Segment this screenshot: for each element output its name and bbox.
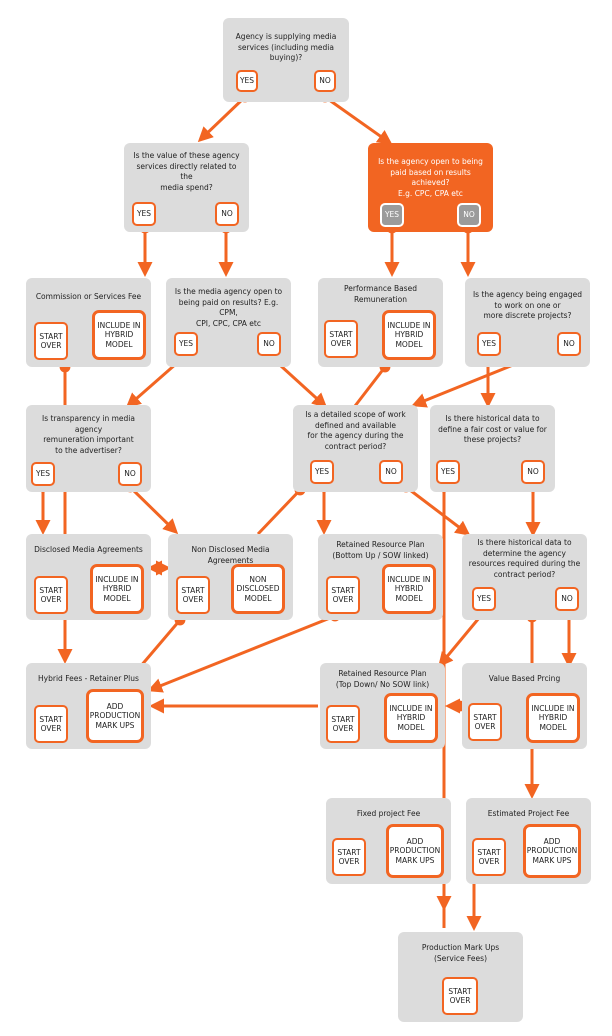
yes-button[interactable]: YES: [472, 587, 496, 611]
no-button[interactable]: NO: [555, 587, 579, 611]
include-hybrid-button[interactable]: INCLUDE IN HYBRID MODEL: [92, 310, 146, 360]
yes-button[interactable]: YES: [174, 332, 198, 356]
yes-button[interactable]: YES: [31, 462, 55, 486]
yes-button[interactable]: YES: [132, 202, 156, 226]
start-over-button[interactable]: START OVER: [326, 576, 360, 614]
outcome-title: Non Disclosed Media Agreements: [191, 545, 270, 565]
no-button[interactable]: NO: [257, 332, 281, 356]
start-over-button[interactable]: START OVER: [326, 705, 360, 743]
start-over-button[interactable]: START OVER: [34, 705, 68, 743]
include-hybrid-button[interactable]: INCLUDE IN HYBRID MODEL: [382, 310, 436, 360]
outcome-commission-fee: Commission or Services Fee START OVER IN…: [26, 278, 151, 367]
question-text: Is transparency in media agency remunera…: [42, 414, 135, 455]
outcome-title: Disclosed Media Agreements: [34, 545, 143, 554]
decision-media-results: Is the media agency open to being paid o…: [166, 278, 291, 367]
decision-historical-resources: Is there historical data to determine th…: [462, 534, 587, 620]
question-text: Agency is supplying media services (incl…: [235, 32, 337, 62]
outcome-title: Performance Based Remuneration: [344, 284, 417, 304]
decision-historical-cost: Is there historical data to define a fai…: [430, 405, 555, 492]
question-text: Is the agency open to being paid based o…: [378, 157, 483, 198]
question-text: Is the media agency open to being paid o…: [174, 287, 283, 328]
outcome-title: Hybrid Fees - Retainer Plus: [38, 674, 139, 683]
yes-button[interactable]: YES: [436, 460, 460, 484]
add-production-markups-button[interactable]: ADD PRODUCTION MARK UPS: [86, 689, 144, 743]
outcome-title: Value Based Prcing: [488, 674, 561, 683]
question-text: Is the value of these agency services di…: [133, 151, 240, 192]
add-production-markups-button[interactable]: ADD PRODUCTION MARK UPS: [386, 824, 444, 878]
no-button[interactable]: NO: [457, 203, 481, 227]
outcome-disclosed-media: Disclosed Media Agreements START OVER IN…: [26, 534, 151, 620]
outcome-performance-based: Performance Based Remuneration START OVE…: [318, 278, 443, 367]
no-button[interactable]: NO: [379, 460, 403, 484]
outcome-retained-bottom-up: Retained Resource Plan (Bottom Up / SOW …: [318, 534, 443, 620]
outcome-title: Retained Resource Plan (Bottom Up / SOW …: [332, 540, 429, 560]
outcome-title: Estimated Project Fee: [487, 809, 570, 818]
outcome-non-disclosed-media: Non Disclosed Media Agreements START OVE…: [168, 534, 293, 620]
question-text: Is there historical data to define a fai…: [438, 414, 547, 444]
start-over-button[interactable]: START OVER: [332, 838, 366, 876]
start-over-button[interactable]: START OVER: [472, 838, 506, 876]
yes-button[interactable]: YES: [477, 332, 501, 356]
start-over-button[interactable]: START OVER: [324, 320, 358, 358]
no-button[interactable]: NO: [215, 202, 239, 226]
decision-supplying-media: Agency is supplying media services (incl…: [223, 18, 349, 102]
outcome-fixed-project-fee: Fixed project Fee START OVER ADD PRODUCT…: [326, 798, 451, 884]
question-text: Is the agency being engaged to work on o…: [472, 290, 583, 320]
include-hybrid-button[interactable]: INCLUDE IN HYBRID MODEL: [382, 564, 436, 614]
outcome-estimated-project-fee: Estimated Project Fee START OVER ADD PRO…: [466, 798, 591, 884]
include-hybrid-button[interactable]: INCLUDE IN HYBRID MODEL: [90, 564, 144, 614]
decision-results-based-highlighted: Is the agency open to being paid based o…: [368, 143, 493, 232]
yes-button[interactable]: YES: [236, 70, 258, 92]
start-over-button[interactable]: START OVER: [468, 703, 502, 741]
outcome-retained-top-down: Retained Resource Plan (Top Down/ No SOW…: [320, 663, 445, 749]
no-button[interactable]: NO: [557, 332, 581, 356]
include-hybrid-button[interactable]: INCLUDE IN HYBRID MODEL: [526, 693, 580, 743]
outcome-title: Fixed project Fee: [356, 809, 421, 818]
no-button[interactable]: NO: [314, 70, 336, 92]
yes-button[interactable]: YES: [380, 203, 404, 227]
no-button[interactable]: NO: [521, 460, 545, 484]
decision-scope-of-work: Is a detailed scope of work defined and …: [293, 405, 418, 492]
outcome-title: Commission or Services Fee: [35, 292, 142, 301]
outcome-production-mark-ups: Production Mark Ups (Service Fees) START…: [398, 932, 523, 1022]
decision-discrete-projects: Is the agency being engaged to work on o…: [465, 278, 590, 367]
outcome-title: Production Mark Ups (Service Fees): [421, 943, 500, 963]
outcome-hybrid-retainer: Hybrid Fees - Retainer Plus START OVER A…: [26, 663, 151, 749]
question-text: Is a detailed scope of work defined and …: [305, 410, 406, 451]
include-hybrid-button[interactable]: INCLUDE IN HYBRID MODEL: [384, 693, 438, 743]
start-over-button[interactable]: START OVER: [176, 576, 210, 614]
question-text: Is there historical data to determine th…: [468, 538, 581, 579]
no-button[interactable]: NO: [118, 462, 142, 486]
decision-transparency: Is transparency in media agency remunera…: [26, 405, 151, 492]
decision-value-related: Is the value of these agency services di…: [124, 143, 249, 232]
outcome-title: Retained Resource Plan (Top Down/ No SOW…: [335, 669, 430, 689]
outcome-value-based-pricing: Value Based Prcing START OVER INCLUDE IN…: [462, 663, 587, 749]
add-production-markups-button[interactable]: ADD PRODUCTION MARK UPS: [523, 824, 581, 878]
non-disclosed-button[interactable]: NON DISCLOSED MODEL: [231, 564, 285, 614]
yes-button[interactable]: YES: [310, 460, 334, 484]
start-over-button[interactable]: START OVER: [34, 576, 68, 614]
start-over-button[interactable]: START OVER: [34, 322, 68, 360]
start-over-button[interactable]: START OVER: [442, 977, 478, 1015]
